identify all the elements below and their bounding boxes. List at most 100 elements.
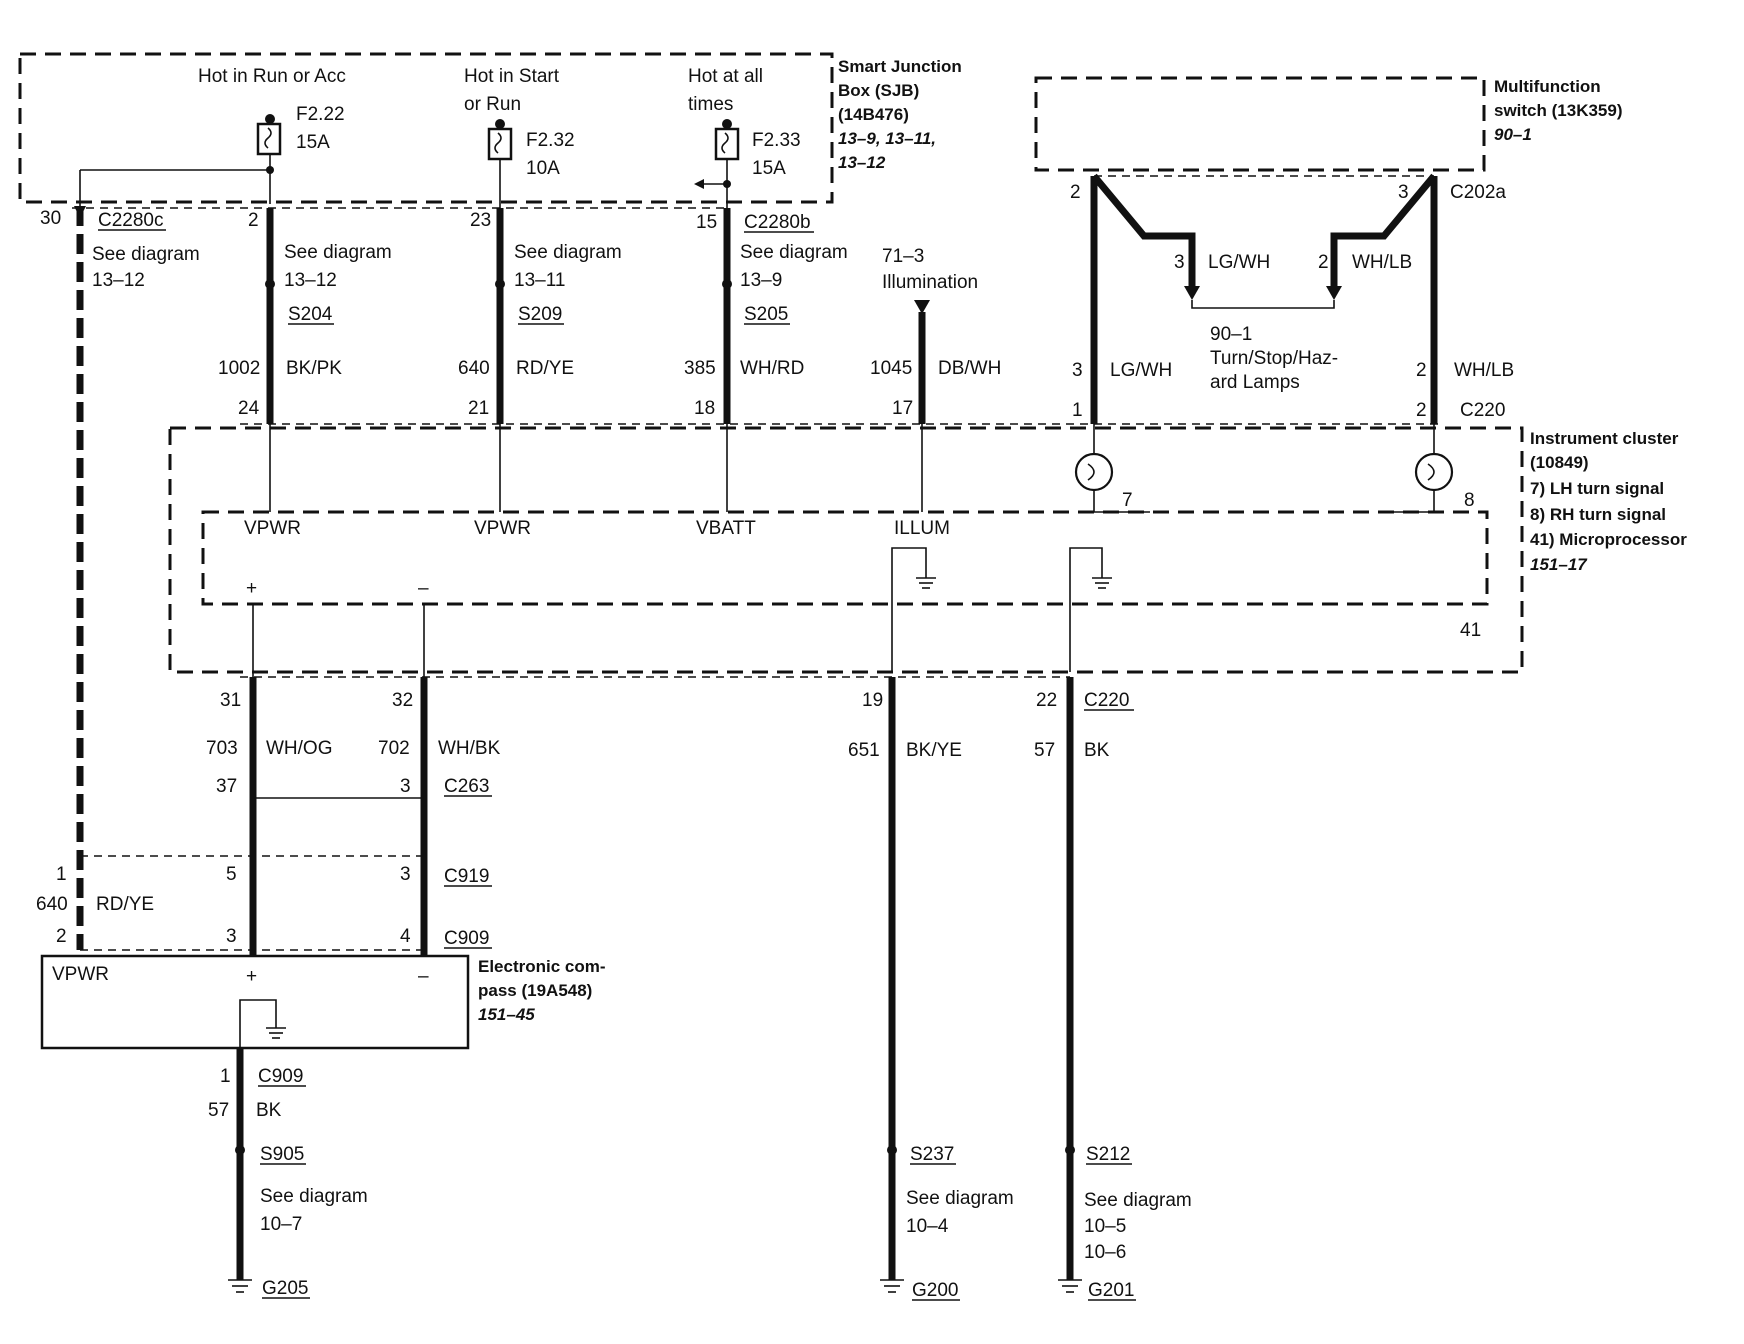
cluster-part: (10849) [1530,453,1589,472]
cluster-ground-2 [1069,547,1112,672]
sjb-part: (14B476) [838,105,909,124]
pin-1-c919: 1 [56,864,67,885]
ref-10-4: 10–4 [906,1216,949,1237]
pin-2-cluster: 2 [1416,360,1427,381]
turn-lamps-2: ard Lamps [1210,372,1300,393]
color-bk-pk: BK/PK [286,358,342,379]
sjb-ref-1: 13–9, 13–11, [838,129,936,148]
see-diagram-3: See diagram [514,242,622,263]
circuit-57-a: 57 [1034,740,1055,761]
pin-5-c919: 5 [226,864,237,885]
splice-s905: S905 [260,1144,304,1165]
pin-2-c909: 2 [56,926,67,947]
ground-g205: G205 [262,1278,308,1299]
pin-3-c263: 3 [400,776,411,797]
color-rd-ye-b: RD/YE [96,894,154,915]
circuit-1045: 1045 [870,358,912,379]
illumination-name: Illumination [882,272,978,293]
pin-21: 21 [468,398,489,419]
splice-s204: S204 [288,304,333,325]
circuit-703: 703 [206,738,238,759]
pin-30: 30 [40,208,61,229]
sjb-ref-2: 13–12 [838,153,886,172]
circuit-640-b: 640 [36,894,68,915]
see-diagram-5: See diagram [260,1186,368,1207]
mfs-ref: 90–1 [1494,125,1532,144]
color-lg-wh-upper: LG/WH [1208,252,1270,273]
pin-31: 31 [220,690,241,711]
fuse-f2-22-id: F2.22 [296,104,345,125]
fuse-f2-32-id: F2.32 [526,130,575,151]
pin-32: 32 [392,690,413,711]
ref-13-11: 13–11 [514,270,565,291]
fuse-f2-22 [79,114,282,206]
fuse-f2-32-amp: 10A [526,158,560,179]
cluster-ground-1 [891,547,936,672]
ref-13-12-a: 13–12 [92,270,145,291]
splice-s209: S209 [518,304,562,325]
fuse-f2-22-hot: Hot in Run or Acc [198,66,346,87]
pin-name-minus-1: – [418,578,429,599]
fuse-f2-33-hot-2: times [688,94,733,115]
see-diagram-7: See diagram [1084,1190,1192,1211]
connector-c909-top: C909 [444,928,489,949]
color-wh-og: WH/OG [266,738,333,759]
pin-3-cluster: 3 [1072,360,1083,381]
pin-name-minus-2: – [418,966,429,987]
ground-symbol-g205 [228,1279,252,1293]
see-diagram-4: See diagram [740,242,848,263]
pin-2-lamp: 2 [1318,252,1329,273]
wire-wh-lb [1330,173,1437,294]
cluster-item-8: 8) RH turn signal [1530,505,1666,524]
pin-3-mfs: 3 [1398,182,1409,203]
fuse-f2-33-id: F2.33 [752,130,801,151]
cluster-item-7: 7) LH turn signal [1530,479,1664,498]
mfs-name-2: switch (13K359) [1494,101,1623,120]
fuse-f2-33-hot-1: Hot at all [688,66,763,87]
splice-s212: S212 [1086,1144,1130,1165]
ref-13-9: 13–9 [740,270,782,291]
cluster-item-41: 41) Microprocessor [1530,530,1687,549]
pin-3-c909: 3 [226,926,237,947]
pin-17: 17 [892,398,913,419]
see-diagram-6: See diagram [906,1188,1014,1209]
illumination-ref: 71–3 [882,246,924,267]
pin-3-c919: 3 [400,864,411,885]
color-wh-lb: WH/LB [1454,360,1514,381]
turn-lamp-bracket [1191,300,1335,309]
pin-2-c220: 2 [1416,400,1427,421]
color-rd-ye: RD/YE [516,358,574,379]
sjb-name-2: Box (SJB) [838,81,919,100]
wire-lg-wh [1091,173,1196,294]
circuit-651: 651 [848,740,880,761]
microprocessor-box [201,510,1489,606]
color-bk-b: BK [256,1100,282,1121]
color-bk-ye: BK/YE [906,740,962,761]
pin-name-vpwr-3: VPWR [52,964,109,985]
connector-c202a: C202a [1450,182,1506,203]
fuse-f2-32 [487,119,513,161]
pin-2-sjb: 2 [248,210,259,231]
ref-10-7: 10–7 [260,1214,302,1235]
instrument-cluster-box [168,426,1524,674]
compass-name-1: Electronic com- [478,957,606,976]
sjb-name-1: Smart Junction [838,57,962,76]
pin-22: 22 [1036,690,1057,711]
smart-junction-box [18,52,834,204]
ground-symbol-g201 [1058,1279,1082,1293]
fuse-f2-33 [694,119,740,189]
mfs-name-1: Multifunction [1494,77,1601,96]
pin-name-vpwr-2: VPWR [474,518,531,539]
connector-c220-bottom: C220 [1084,690,1129,711]
connector-c2280c: C2280c [98,210,164,231]
fuse-f2-22-amp: 15A [296,132,330,153]
pin-7: 7 [1122,490,1133,511]
pin-1-c220: 1 [1072,400,1083,421]
ref-10-6: 10–6 [1084,1242,1126,1263]
pin-name-plus-1: + [246,578,257,599]
pin-15: 15 [696,212,717,233]
color-wh-rd: WH/RD [740,358,804,379]
fuse-f2-32-hot-2: or Run [464,94,521,115]
turn-lamps-1: Turn/Stop/Haz- [1210,348,1338,369]
